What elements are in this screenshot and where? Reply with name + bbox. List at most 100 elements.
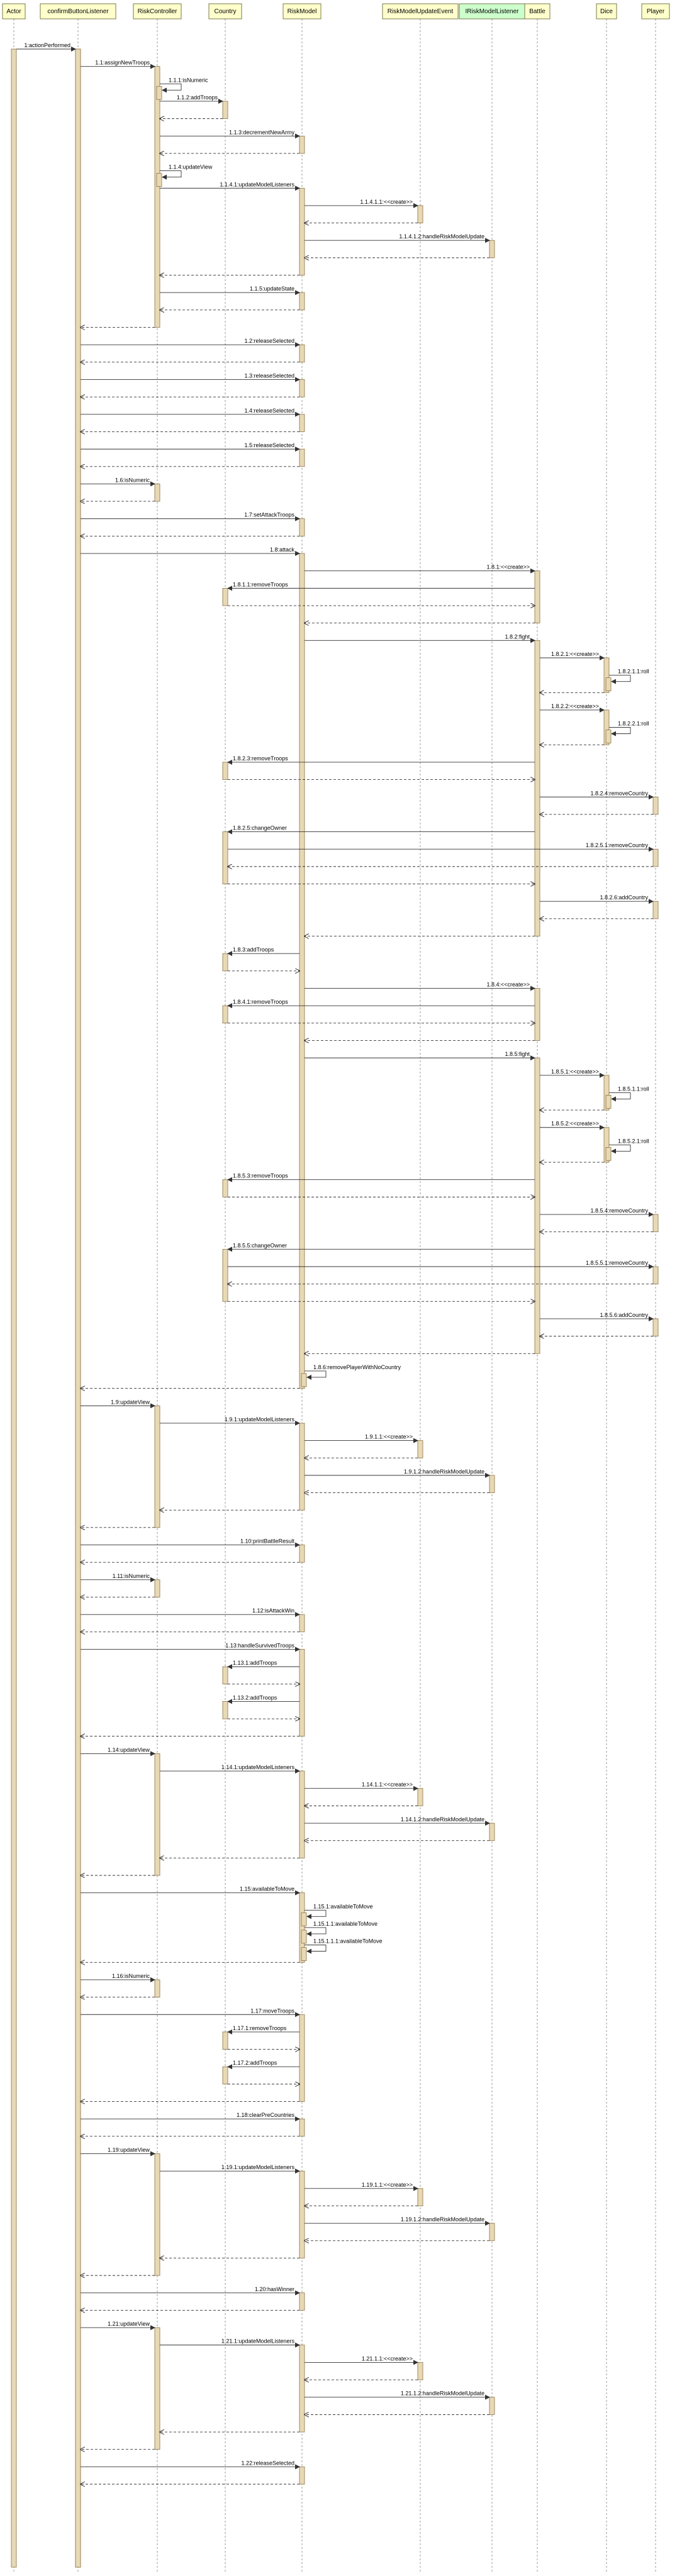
activation-bar-controller — [154, 484, 160, 502]
call-message: 1.9.1.2:handleRiskModelUpdate — [305, 1468, 490, 1478]
participant-ilistener[interactable]: IRiskModelListener — [459, 3, 525, 19]
call-message: 1.8.4:<<create>> — [305, 981, 535, 991]
call-message: 1.6:isNumeric — [81, 477, 155, 487]
message-label: 1.5:releaseSelected — [244, 442, 294, 448]
call-message: 1.8.5.4:removeCountry — [540, 1208, 654, 1218]
message-label: 1.21:updateView — [108, 2321, 150, 2327]
message-label: 1.8.6:removePlayerWithNoCountry — [313, 1364, 401, 1370]
activation-bar-model — [301, 1929, 307, 1944]
message-label: 1.11:isNumeric — [113, 1573, 150, 1579]
activation-bar-model — [299, 2345, 305, 2433]
participant-player[interactable]: Player — [641, 3, 670, 19]
participant-model[interactable]: RiskModel — [282, 3, 322, 19]
call-message: 1.21:updateView — [81, 2321, 155, 2331]
call-message: 1.8.2.5.1:removeCountry — [228, 842, 654, 852]
call-message: 1.4:releaseSelected — [81, 408, 300, 417]
message-label: 1.13:handleSurvivedTroops — [225, 1642, 294, 1648]
activation-bar-ilistener — [489, 1475, 495, 1493]
call-message: 1.14.1:updateModelListeners — [160, 1764, 300, 1774]
activation-bar-country — [222, 1179, 228, 1197]
message-label: 1.17.1:removeTroops — [233, 2025, 287, 2031]
self-message: 1.8.2.2.1:roll — [609, 721, 649, 736]
activation-bar-model — [301, 1947, 307, 1961]
participant-label: RiskController — [138, 8, 177, 15]
message-label: 1.22:releaseSelected — [241, 2460, 294, 2466]
message-label: 1.8.5.5.1:removeCountry — [586, 1260, 649, 1266]
message-label: 1.15.1.1:availableToMove — [313, 1921, 377, 1927]
call-message: 1.20:hasWinner — [81, 2286, 300, 2296]
participant-battle[interactable]: Battle — [524, 3, 551, 19]
message-label: 1.1.3:decrementNewArmy — [229, 129, 295, 135]
call-message: 1.8.5.6:addCountry — [540, 1312, 654, 1321]
message-label: 1.18:clearPreCountries — [237, 2112, 295, 2118]
message-label: 1.8.5.1:<<create>> — [551, 1069, 599, 1075]
activation-bar-player — [652, 1214, 659, 1233]
activation-bar-event — [417, 2188, 423, 2206]
call-message: 1.1.4.1.2:handleRiskModelUpdate — [305, 233, 490, 243]
participant-listener[interactable]: confirmButtonListener — [40, 3, 116, 19]
participant-event[interactable]: RiskModelUpdateEvent — [382, 3, 459, 19]
message-label: 1.16:isNumeric — [112, 1973, 150, 1979]
call-message: 1.8.2.2:<<create>> — [540, 703, 605, 713]
activation-bar-player — [652, 848, 659, 867]
call-message: 1.3:releaseSelected — [81, 372, 300, 382]
message-label: 1.15.1.1.1:availableToMove — [313, 1938, 383, 1945]
call-message: 1.13.2:addTroops — [227, 1694, 299, 1704]
activation-bar-model — [299, 448, 305, 467]
call-message: 1.19.1:updateModelListeners — [160, 2164, 300, 2174]
activation-bar-battle — [534, 570, 540, 624]
activation-bar-controller — [154, 1405, 160, 1528]
participant-dice[interactable]: Dice — [596, 3, 617, 19]
call-message: 1.10:printBattleResult — [81, 1538, 300, 1548]
activation-bar-country — [222, 953, 228, 972]
participant-actor[interactable]: Actor — [2, 3, 26, 19]
participant-controller[interactable]: RiskController — [133, 3, 182, 19]
message-label: 1.21.1.2:handleRiskModelUpdate — [401, 2390, 484, 2397]
activation-bar-ilistener — [489, 1823, 495, 1841]
activation-bar-battle — [534, 640, 540, 936]
activation-bar-model — [299, 1423, 305, 1511]
activation-bar-country — [222, 762, 228, 780]
activation-bar-model — [299, 2118, 305, 2137]
call-message: 1.22:releaseSelected — [81, 2460, 300, 2470]
message-label: 1.3:releaseSelected — [244, 372, 294, 379]
call-message: 1.1:assignNewTroops — [81, 60, 155, 69]
call-message: 1.21.1.2:handleRiskModelUpdate — [305, 2390, 490, 2400]
participant-label: confirmButtonListener — [47, 8, 109, 15]
activation-bar-dice — [605, 730, 612, 743]
message-label: 1.17.2:addTroops — [233, 2060, 277, 2066]
call-message: 1.11:isNumeric — [81, 1573, 155, 1582]
call-message: 1.17.1:removeTroops — [227, 2025, 299, 2035]
message-label: 1.8.2.5:changeOwner — [233, 825, 287, 831]
message-label: 1.14:updateView — [108, 1746, 150, 1753]
message-label: 1.7:setAttackTroops — [244, 512, 294, 518]
message-label: 1.13.1:addTroops — [233, 1660, 277, 1666]
call-message: 1.8.4.1:removeTroops — [227, 999, 535, 1009]
activation-bar-country — [222, 1666, 228, 1685]
activation-bar-model — [299, 1649, 305, 1737]
activation-bar-model — [299, 1770, 305, 1858]
activation-bar-country — [222, 1005, 228, 1024]
participant-label: Battle — [529, 8, 545, 15]
message-label: 1.10:printBattleResult — [240, 1538, 295, 1545]
message-label: 1.8.5:fight — [505, 1051, 530, 1057]
message-label: 1.21.1:updateModelListeners — [221, 2338, 295, 2345]
activation-bar-model — [301, 1912, 307, 1926]
call-message: 1.18:clearPreCountries — [81, 2112, 300, 2122]
call-message: 1.17:moveTroops — [81, 2007, 300, 2018]
message-label: 1.2:releaseSelected — [244, 338, 294, 344]
message-label: 1.19.1:updateModelListeners — [221, 2164, 295, 2170]
activation-bar-model — [301, 1373, 307, 1387]
call-message: 1.8.2.1:<<create>> — [540, 651, 605, 660]
call-message: 1.14:updateView — [81, 1746, 155, 1757]
participant-label: Country — [214, 8, 236, 15]
activation-bar-controller — [154, 1579, 160, 1597]
call-message: 1.19.1.2:handleRiskModelUpdate — [305, 2216, 490, 2226]
message-label: 1.8.2.4:removeCountry — [590, 790, 648, 796]
call-message: 1.7:setAttackTroops — [81, 512, 300, 521]
activation-bar-event — [417, 1788, 423, 1806]
participant-country[interactable]: Country — [208, 3, 242, 19]
message-label: 1.17:moveTroops — [250, 2007, 294, 2014]
call-message: 1.8.2:fight — [305, 633, 535, 643]
